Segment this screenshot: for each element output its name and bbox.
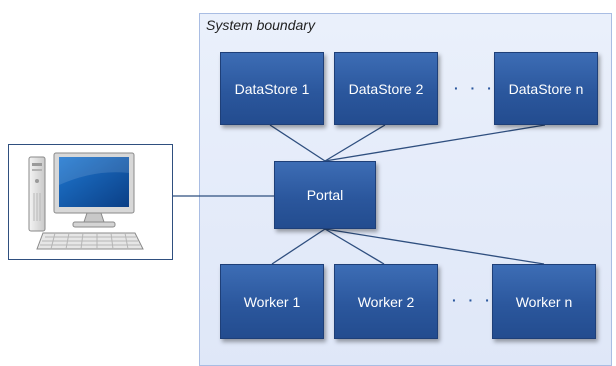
monitor-icon [53, 152, 135, 228]
tower-case-icon [28, 156, 46, 232]
datastore-1-box: DataStore 1 [220, 52, 324, 125]
worker-n-label: Worker n [515, 293, 573, 310]
datastore-ellipsis: · · · [454, 80, 496, 96]
worker-1-box: Worker 1 [220, 264, 324, 339]
portal-box: Portal [274, 161, 376, 229]
datastore-1-label: DataStore 1 [234, 80, 310, 97]
line-portal-datastore-n [324, 124, 546, 162]
worker-2-label: Worker 2 [357, 293, 415, 310]
datastore-n-box: DataStore n [494, 52, 598, 125]
datastore-2-label: DataStore 2 [348, 80, 424, 97]
line-portal-worker-n [324, 228, 545, 265]
datastore-2-box: DataStore 2 [334, 52, 438, 125]
worker-1-label: Worker 1 [243, 293, 301, 310]
worker-2-box: Worker 2 [334, 264, 438, 339]
system-boundary-label: System boundary [206, 17, 315, 33]
line-portal-datastore-2 [324, 124, 386, 162]
keyboard-icon [36, 232, 144, 250]
worker-ellipsis: · · · [452, 292, 494, 308]
line-portal-datastore-1 [269, 124, 326, 162]
line-portal-worker-2 [324, 228, 385, 265]
desktop-computer-icon [28, 152, 144, 250]
datastore-n-label: DataStore n [508, 80, 584, 97]
line-portal-worker-1 [271, 228, 326, 265]
worker-n-box: Worker n [492, 264, 596, 339]
portal-label: Portal [306, 187, 344, 203]
